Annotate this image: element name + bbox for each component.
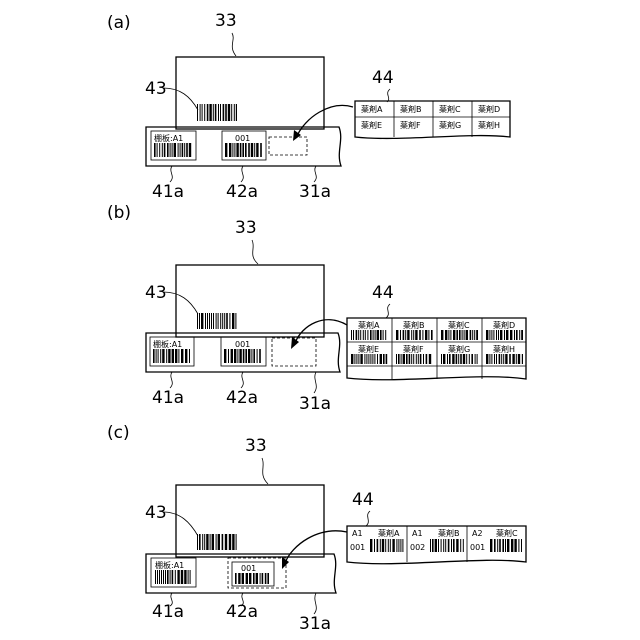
position-label-text-c: 001 xyxy=(241,564,256,573)
container-33 xyxy=(176,57,324,129)
table-c-drug-2: 薬剤C xyxy=(496,528,518,538)
ref-41a-a: 41a xyxy=(152,182,184,202)
barcode-cell-b-7 xyxy=(486,354,523,364)
container-33 xyxy=(176,485,324,557)
table-cell-a-1: 薬剤B xyxy=(400,104,422,114)
table-c-shelf-1: A1 xyxy=(412,529,423,538)
barcode-cell-b-5 xyxy=(396,354,431,364)
barcode-cell-b-6 xyxy=(441,354,478,364)
table-cell-b-7: 薬剤H xyxy=(493,344,515,354)
ref-43-c: 43 xyxy=(145,503,167,523)
ref-31a-b: 31a xyxy=(299,394,331,414)
leader-31a-a xyxy=(314,166,316,182)
ref-44-c: 44 xyxy=(352,490,374,510)
position-label-text-b: 001 xyxy=(235,340,250,349)
leader-31a-b xyxy=(314,372,316,393)
barcode-cell-b-0 xyxy=(351,330,386,340)
panel-label-b: (b) xyxy=(107,203,131,223)
table-c-pos-2: 001 xyxy=(470,543,485,552)
table-cell-b-0: 薬剤A xyxy=(358,320,380,330)
ref-31a-c: 31a xyxy=(299,614,331,634)
table-c-shelf-2: A2 xyxy=(472,529,483,538)
ref-31a-a: 31a xyxy=(299,182,331,202)
ref-44-a: 44 xyxy=(372,68,394,88)
panel-label-a: (a) xyxy=(107,13,131,33)
barcode-41a-c xyxy=(155,570,191,584)
leader-44-a xyxy=(387,89,390,102)
container-33 xyxy=(176,265,324,337)
leader-33-c xyxy=(262,458,268,484)
leader-42a-b xyxy=(241,372,243,388)
table-cell-a-7: 薬剤H xyxy=(478,120,500,130)
table-c-drug-1: 薬剤B xyxy=(438,528,460,538)
table-cell-a-2: 薬剤C xyxy=(439,104,461,114)
table-cell-a-5: 薬剤F xyxy=(400,120,421,130)
leader-44-b xyxy=(386,304,390,318)
barcode-43-b xyxy=(197,313,236,329)
table-cell-a-0: 薬剤A xyxy=(361,104,383,114)
table-cell-a-6: 薬剤G xyxy=(439,120,461,130)
panel-label-c: (c) xyxy=(107,423,130,443)
shelf-label-text-c: 棚板:A1 xyxy=(155,560,184,570)
barcode-43-a xyxy=(197,104,237,121)
position-label-text-a: 001 xyxy=(235,134,250,143)
barcode-41a-a xyxy=(154,143,191,157)
arrow-a xyxy=(297,105,353,136)
table-cell-a-4: 薬剤E xyxy=(361,120,382,130)
barcode-cell-b-3 xyxy=(486,330,523,340)
leader-33-a xyxy=(232,33,236,56)
leader-43-a xyxy=(163,88,198,110)
ref-41a-c: 41a xyxy=(152,602,184,622)
ref-42a-b: 42a xyxy=(226,388,258,408)
barcode-cell-c-0 xyxy=(370,539,403,552)
arrowhead-b xyxy=(291,337,299,349)
barcode-cell-c-1 xyxy=(430,539,464,552)
ref-44-b: 44 xyxy=(372,283,394,303)
ref-43-a: 43 xyxy=(145,79,167,99)
ref-42a-a: 42a xyxy=(226,182,258,202)
table-c-drug-0: 薬剤A xyxy=(378,528,400,538)
barcode-cell-b-1 xyxy=(396,330,433,340)
barcode-41a-b xyxy=(153,349,190,363)
table-c-pos-1: 002 xyxy=(410,543,425,552)
shelf-label-text-b: 棚板:A1 xyxy=(153,339,182,349)
leader-42a-a xyxy=(241,166,243,182)
leader-41a-a xyxy=(170,166,172,182)
leader-43-b xyxy=(163,292,198,314)
panel-c: (c) 33 43 棚板:A1 001 41a 42a 31a 44 A1 薬剤… xyxy=(107,423,526,634)
table-cell-b-2: 薬剤C xyxy=(448,320,470,330)
ref-33-a: 33 xyxy=(215,11,237,31)
barcode-42a-a xyxy=(225,143,262,157)
table-cell-b-5: 薬剤F xyxy=(403,344,424,354)
table-cell-a-3: 薬剤D xyxy=(478,104,500,114)
leader-43-c xyxy=(163,512,198,536)
barcode-42a-c xyxy=(235,573,269,584)
barcode-cell-b-2 xyxy=(441,330,478,340)
barcode-43-c xyxy=(197,534,237,550)
barcode-cell-c-2 xyxy=(490,539,522,552)
barcode-42a-b xyxy=(224,349,261,363)
arrow-c xyxy=(285,531,347,563)
leader-41a-b xyxy=(170,372,172,388)
table-cell-b-1: 薬剤B xyxy=(403,320,425,330)
table-cell-b-6: 薬剤G xyxy=(448,344,470,354)
leader-31a-c xyxy=(314,593,316,614)
ref-41a-b: 41a xyxy=(152,388,184,408)
panel-b: (b) 33 43 棚板:A1 001 41a 42a 31a 44 薬剤A 薬… xyxy=(107,203,526,414)
arrowhead-c xyxy=(282,557,289,569)
ref-33-b: 33 xyxy=(235,218,257,238)
ref-43-b: 43 xyxy=(145,283,167,303)
leader-44-c xyxy=(366,511,370,526)
leader-33-b xyxy=(252,240,258,264)
table-cell-b-4: 薬剤E xyxy=(358,344,379,354)
panel-a: (a) 33 43 棚板:A1 001 41a 42a 31a 44 xyxy=(107,11,510,202)
table-cell-b-3: 薬剤D xyxy=(493,320,515,330)
table-c-shelf-0: A1 xyxy=(352,529,363,538)
ref-33-c: 33 xyxy=(245,436,267,456)
barcode-cell-b-4 xyxy=(351,354,387,364)
shelf-label-text-a: 棚板:A1 xyxy=(154,133,183,143)
table-c-pos-0: 001 xyxy=(350,543,365,552)
placement-target-a xyxy=(269,137,307,155)
